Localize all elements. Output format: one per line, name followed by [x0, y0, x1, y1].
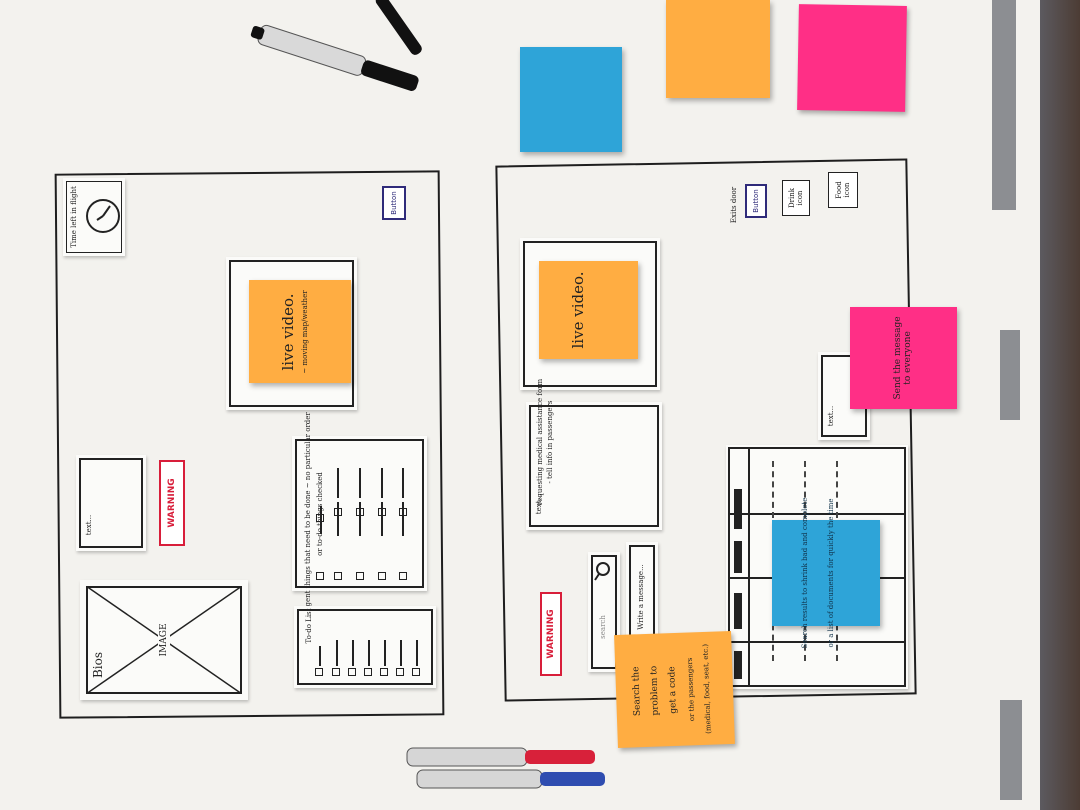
search-field[interactable]: search — [588, 552, 620, 672]
checklist-heading: Urgent things that need to be done ~ no … — [304, 411, 312, 616]
right-warning-badge: WARNING — [540, 592, 562, 676]
left-warning-badge: WARNING — [159, 460, 185, 546]
exits-door-label-wrap: Exits door — [727, 180, 741, 230]
sharpie-markers-bottom — [406, 747, 605, 789]
right-button[interactable]: Button — [745, 184, 767, 218]
table-row-bar — [734, 651, 742, 679]
sharpie-marker-top — [250, 24, 419, 91]
clock-label: Time left in flight — [70, 186, 78, 248]
checkbox[interactable] — [378, 508, 386, 516]
checkbox[interactable] — [316, 514, 324, 522]
table-row-bar — [734, 593, 742, 629]
checkbox[interactable] — [399, 572, 407, 580]
checkbox[interactable] — [396, 668, 404, 676]
table-row-bar — [734, 489, 742, 529]
live-video-subtitle: ~ moving map/weather — [301, 289, 309, 374]
exits-door-label: Exits door — [730, 186, 738, 224]
checkbox[interactable] — [334, 572, 342, 580]
clock-icon — [86, 199, 120, 233]
checkbox[interactable] — [380, 668, 388, 676]
search-problem-note: Search the problem to get a code or the … — [614, 630, 735, 749]
left-text-card: text... — [76, 455, 146, 551]
checkbox[interactable] — [334, 508, 342, 516]
search-results-note: Search results to shrink bad and complet… — [772, 498, 880, 648]
blank-sticky-note-pink — [797, 4, 907, 112]
text-panel-line1: requesting medical assistance form — [536, 378, 544, 506]
checkbox[interactable] — [348, 668, 356, 676]
tape-strip — [1000, 330, 1020, 420]
image-label: IMAGE — [158, 620, 170, 660]
drink-icon[interactable]: Drink icon — [782, 180, 810, 216]
checkbox[interactable] — [399, 508, 407, 516]
pen-marker-top — [375, 0, 422, 55]
search-placeholder: search — [599, 615, 607, 639]
food-icon[interactable]: Food icon — [828, 172, 858, 208]
image-card: IMAGE Bios — [80, 580, 248, 700]
live-video-title: live video. — [279, 293, 297, 370]
checkbox[interactable] — [412, 668, 420, 676]
right-text-panel: text... requesting medical assistance fo… — [526, 379, 662, 530]
checkbox[interactable] — [364, 668, 372, 676]
blank-sticky-note-blue — [520, 47, 622, 152]
blank-sticky-note-orange — [666, 0, 770, 98]
checkbox[interactable] — [356, 572, 364, 580]
tape-strip — [992, 0, 1016, 210]
todo-list-title: To-do List — [305, 608, 313, 644]
table-row-bar — [734, 541, 742, 573]
message-placeholder: Write a message... — [637, 564, 645, 630]
text-panel-line2: - tell info in passengers — [546, 400, 554, 484]
live-video-note: live video. ~ moving map/weather — [249, 280, 351, 383]
checkbox[interactable] — [378, 572, 386, 580]
checkbox[interactable] — [315, 668, 323, 676]
todo-list-card: To-do List — [294, 606, 436, 688]
checkbox[interactable] — [356, 508, 364, 516]
checkbox[interactable] — [332, 668, 340, 676]
search-icon — [594, 562, 610, 581]
clock-card: Time left in flight — [63, 178, 125, 256]
right-live-video-note: live video. — [539, 261, 638, 359]
checklist-card: Urgent things that need to be done ~ no … — [292, 412, 427, 615]
checkbox[interactable] — [316, 572, 324, 580]
tape-strip — [1000, 700, 1022, 800]
image-side-label: Bios — [91, 651, 105, 679]
send-message-note: Send the message to everyone — [850, 307, 957, 409]
left-button[interactable]: Button — [382, 186, 406, 220]
